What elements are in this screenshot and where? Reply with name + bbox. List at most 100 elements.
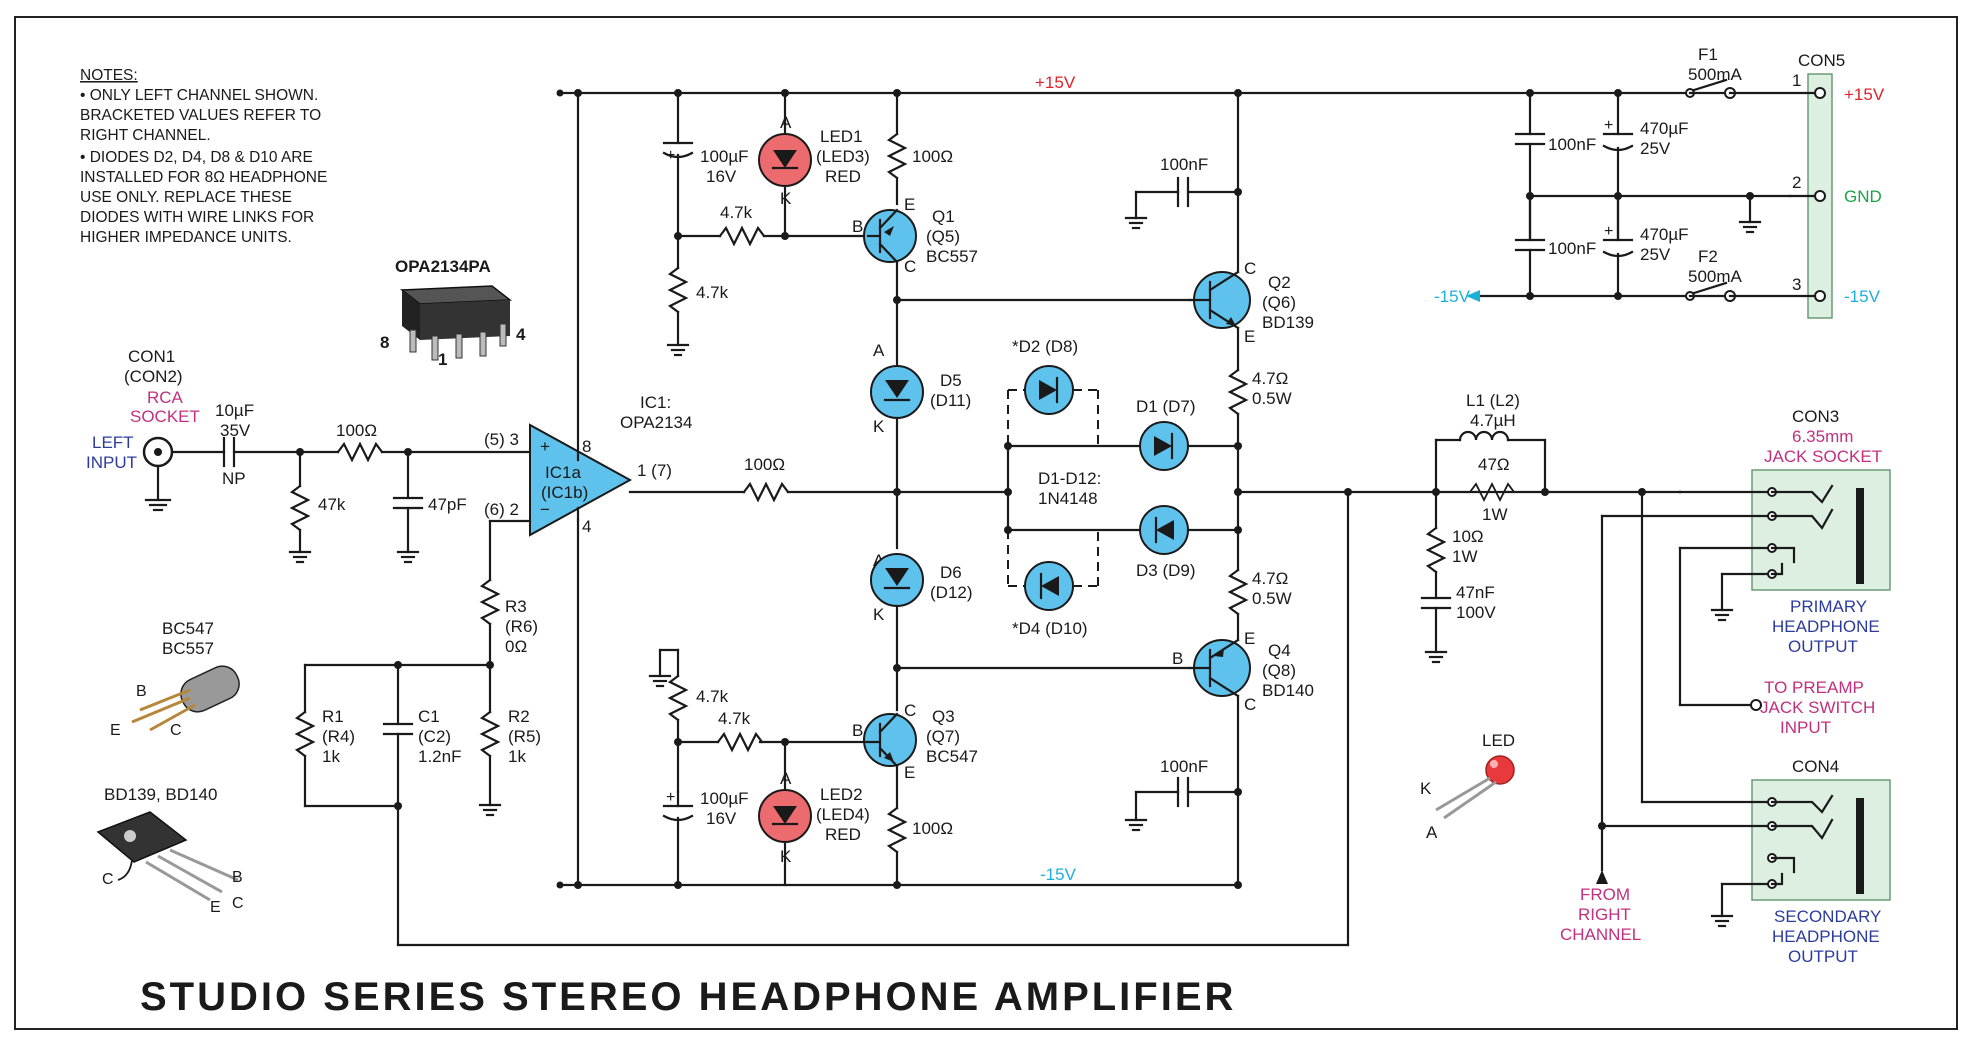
r1-label: R1 <box>322 707 344 726</box>
opamp-unit: IC1a <box>545 463 581 482</box>
schematic-text: C <box>102 871 114 888</box>
d4-label: *D4 (D10) <box>1012 619 1088 638</box>
schematic-text: (Q6) <box>1262 293 1296 312</box>
schematic-text: A <box>780 113 792 132</box>
schematic-frame <box>14 16 1958 1030</box>
input-socket-2: SOCKET <box>130 407 200 426</box>
opamp-package-illustration: OPA2134PA 8 4 1 <box>380 257 526 369</box>
d1-label: D1 (D7) <box>1136 397 1196 416</box>
schematic-text: (LED3) <box>816 147 870 166</box>
schematic-text: JACK SWITCH <box>1760 698 1875 717</box>
schematic-text: 1 <box>1792 71 1801 90</box>
q3-label: Q3 <box>932 707 955 726</box>
led-package-label: LED <box>1482 731 1515 750</box>
schematic-text: CHANNEL <box>1560 925 1641 944</box>
opamp-ic1: + − IC1a (IC1b) (5) 3 (6) 2 1 (7) 8 4 IC… <box>484 393 692 537</box>
schematic-text: (LED4) <box>816 805 870 824</box>
schematic-text: B <box>136 683 147 700</box>
led-package-illustration: LED K A <box>1420 731 1515 842</box>
input-cap-value: 10µF <box>215 401 254 420</box>
input-socket-1: RCA <box>147 388 184 407</box>
schematic-text: B <box>1172 649 1183 668</box>
schematic-text: HEADPHONE <box>1772 617 1880 636</box>
zobel-c-label: 47nF <box>1456 583 1495 602</box>
power-supply: F1 500mA 100nF + 470µF 25V 100nF + 470µF… <box>1236 45 1885 319</box>
schematic-text: RED <box>825 167 861 186</box>
schematic-text: K <box>873 417 885 436</box>
schematic-text: 2 <box>1792 173 1801 192</box>
bc557-label: BC557 <box>162 639 214 658</box>
d5-label: D5 <box>940 371 962 390</box>
schematic-text: RIGHT <box>1578 905 1631 924</box>
schematic-text: + <box>666 147 675 164</box>
schematic-text: 1W <box>1482 505 1508 524</box>
output-transistors: C E Q2 (Q6) BD139 4.7Ω 0.5W 4.7Ω 0.5W B … <box>1124 91 1314 887</box>
package-pin8: 8 <box>380 333 389 352</box>
bc547-label: BC547 <box>162 619 214 638</box>
secondary-output-label: SECONDARY <box>1774 907 1881 926</box>
schematic-text: E <box>110 722 121 739</box>
notes-line: DIODES WITH WIRE LINKS FOR <box>80 209 314 226</box>
input-con: CON1 <box>128 347 175 366</box>
pin-noninverting: (5) 3 <box>484 430 519 449</box>
schematic-text: − <box>540 500 550 519</box>
pin-output: 1 (7) <box>637 461 672 480</box>
notes-block: NOTES: • ONLY LEFT CHANNEL SHOWN. BRACKE… <box>80 67 327 246</box>
schematic-text: (Q8) <box>1262 661 1296 680</box>
output-stage-r-in: 100Ω <box>744 455 785 474</box>
c-bot-label: 100nF <box>1160 757 1208 776</box>
diode-network: D1 (D7) D3 (D9) *D2 (D8) *D4 (D10) D1-D1… <box>1004 337 1240 638</box>
upper-driver: + 100µF 16V 4.7k 4.7k A K LED1 (LED3) RE… <box>662 91 1192 550</box>
con5-pin1-label: +15V <box>1844 85 1885 104</box>
schematic-text: 100V <box>1456 603 1496 622</box>
schematic-text: RED <box>825 825 861 844</box>
schematic-text: 4 <box>582 517 591 536</box>
schematic-text: A <box>780 769 792 788</box>
schematic-text: (R5) <box>508 727 541 746</box>
headphone-jacks: CON3 6.35mm JACK SOCKET PRIMARY HEADPHON… <box>1560 407 1891 966</box>
schematic-text: INPUT <box>1780 718 1831 737</box>
diode-group-label: D1-D12: <box>1038 469 1101 488</box>
schematic-text: 500mA <box>1688 267 1743 286</box>
schematic-text: (Q5) <box>926 227 960 246</box>
schematic-text: C <box>904 257 916 276</box>
schematic-text: E <box>1244 327 1255 346</box>
schematic-text: 1N4148 <box>1038 489 1098 508</box>
schematic-text: (Q7) <box>926 727 960 746</box>
schematic-text: JACK SOCKET <box>1764 447 1882 466</box>
supply-e1-label: 470µF <box>1640 119 1689 138</box>
schematic-text: 25V <box>1640 139 1671 158</box>
ic1-part: OPA2134 <box>620 413 692 432</box>
schematic-text: B <box>852 721 863 740</box>
schematic-text: 1k <box>508 747 526 766</box>
schematic-text: C <box>232 895 244 912</box>
notes-line: • ONLY LEFT CHANNEL SHOWN. <box>80 87 318 104</box>
schematic-text: BD140 <box>1262 681 1314 700</box>
fuse1-label: F1 <box>1698 45 1718 64</box>
con5-pin2-label: GND <box>1844 187 1882 206</box>
schematic-text: 1W <box>1452 547 1478 566</box>
upper-r-base: 4.7k <box>720 203 753 222</box>
input-cap-voltage: 35V <box>220 421 251 440</box>
lower-cap-value: 100µF <box>700 789 749 808</box>
schematic-text: 1k <box>322 747 340 766</box>
package-pin4: 4 <box>516 325 526 344</box>
primary-output-label: PRIMARY <box>1790 597 1867 616</box>
c1-label: C1 <box>418 707 440 726</box>
schematic-text: HEADPHONE <box>1772 927 1880 946</box>
schematic-text: 500mA <box>1688 65 1743 84</box>
upper-r-div: 4.7k <box>696 283 729 302</box>
schematic-text: E <box>904 195 915 214</box>
input-cap-type: NP <box>222 469 246 488</box>
lower-r-div: 4.7k <box>696 687 729 706</box>
schematic-text: K <box>873 605 885 624</box>
schematic-text: (R4) <box>322 727 355 746</box>
q4-label: Q4 <box>1268 641 1291 660</box>
schematic-text: 0.5W <box>1252 589 1292 608</box>
lower-r-emitter: 100Ω <box>912 819 953 838</box>
output-r-label: 47Ω <box>1478 455 1510 474</box>
schematic-text: C <box>1244 695 1256 714</box>
notes-heading: NOTES: <box>80 67 138 84</box>
schematic-text: 16V <box>706 167 737 186</box>
